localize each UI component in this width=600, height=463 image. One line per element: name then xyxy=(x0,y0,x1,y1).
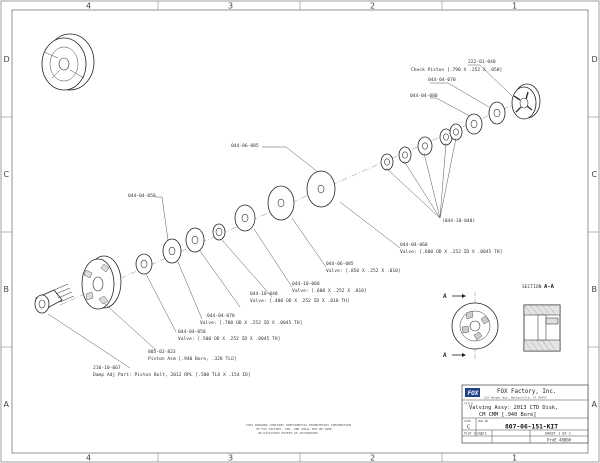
zone-left-d: D xyxy=(4,55,10,64)
size-value: C xyxy=(467,425,470,431)
callout-044-04-080: 044-04-080 xyxy=(410,93,438,99)
callout-044-06-085-desc: Valve: [.850 X .252 X .010] xyxy=(326,268,401,274)
callout-222-01-040-number: 222-01-040 xyxy=(468,59,496,65)
callout-044-04-050-desc: Valve: [.500 OD X .252 ID X .0045 TH] xyxy=(178,336,280,342)
scale-label: PLOT SCALE xyxy=(464,432,483,436)
callout-044-10-060-number: 044-10-060 xyxy=(292,281,320,287)
confidential-notice: THIS DRAWING CONTAINS CONFIDENTIAL PROPR… xyxy=(246,423,351,435)
company-address: 130 Hangar Way, Watsonville, CA 95076 xyxy=(484,396,547,400)
callout-805-02-823-number: 805-02-823 xyxy=(148,349,176,355)
zone-right-b: B xyxy=(592,285,598,294)
callout-044-10-040-paren: (044-10-040) xyxy=(442,218,475,224)
callout-044-06-085-top: 044-06-085 xyxy=(231,143,259,149)
callout-044-04-070-number: 044-04-070 xyxy=(207,313,235,319)
dwg-label: DWG NO xyxy=(478,419,488,423)
title-label: TITLE xyxy=(464,402,473,406)
check-piston-part xyxy=(511,83,541,120)
leader-lines xyxy=(47,64,513,369)
piston-body-part xyxy=(81,255,122,310)
drawing-number: 807-06-151-KIT xyxy=(505,424,558,431)
zone-left-c: C xyxy=(4,170,10,179)
zone-right-a: A xyxy=(592,400,598,409)
scale-value: 2/1 xyxy=(480,432,487,436)
company-name: FOX Factory, Inc. xyxy=(497,389,556,395)
sheet-number: SHEET 1 OF 1 xyxy=(545,432,571,436)
section-label: SECTION xyxy=(522,284,542,290)
zone-right-d: D xyxy=(592,55,598,64)
callout-044-04-060-number: 044-04-060 xyxy=(400,242,428,248)
notice-line-1: THIS DRAWING CONTAINS CONFIDENTIAL PROPR… xyxy=(246,423,351,427)
drawing-title-line-1: Valving Assy: 2013 CTD Disk, xyxy=(469,405,558,411)
callout-210-10-067-desc: Damp Adj Part: Piston Bolt, 2012 RPL [.5… xyxy=(93,372,251,378)
assembly-iso-view xyxy=(41,33,95,91)
callout-044-04-070-top: 044-04-070 xyxy=(428,77,456,83)
cad-footer: ProE 4000# xyxy=(547,438,572,443)
callout-044-10-060-desc: Valve: [.600 X .252 X .010] xyxy=(292,288,367,294)
callout-210-10-067-number: 210-10-067 xyxy=(93,365,121,371)
zone-top-2: 2 xyxy=(370,2,375,11)
fox-logo-text: FOX xyxy=(468,390,479,397)
zone-left-b: B xyxy=(4,285,10,294)
section-marker-bottom: A xyxy=(443,352,447,359)
title-block: FOX FOX Factory, Inc. 130 Hangar Way, Wa… xyxy=(461,384,589,444)
callout-044-04-050-number: 044-04-050 xyxy=(178,329,206,335)
callout-044-10-040-desc: Valve: [.400 OD X .252 ID X .010 TH] xyxy=(250,298,350,304)
section-letter: A-A xyxy=(544,284,555,290)
zone-right-c: C xyxy=(592,170,598,179)
zone-left-a: A xyxy=(4,400,10,409)
callout-222-01-040-desc: Check Piston [.790 X .252 X .050] xyxy=(411,67,502,73)
zone-top-1: 1 xyxy=(512,2,517,11)
callout-044-10-040-number: 044-10-040 xyxy=(250,291,278,297)
zone-top-3: 3 xyxy=(228,2,233,11)
shim-stack xyxy=(135,101,506,275)
zone-bottom-4: 4 xyxy=(86,454,91,463)
callout-044-04-050-top: 044-04-050 xyxy=(128,193,156,199)
callout-044-06-085-number: 044-06-085 xyxy=(326,261,354,267)
fox-logo xyxy=(465,388,480,397)
section-view: A A SECTION A-A xyxy=(443,284,561,360)
explode-axis xyxy=(59,94,536,306)
callout-044-04-060-desc: Valve: [.600 OD X .252 ID X .0045 TH] xyxy=(400,249,502,255)
size-label: SIZE xyxy=(464,419,471,423)
notice-line-3: OR DISCLOSED EXCEPT AS AUTHORIZED xyxy=(258,431,318,435)
zone-bottom-2: 2 xyxy=(370,454,375,463)
callout-044-04-070-desc: Valve: [.700 OD X .252 ID X .0045 TH] xyxy=(200,320,302,326)
zone-bottom-3: 3 xyxy=(228,454,233,463)
callout-805-02-823-desc: Piston Asm [.940 Bore, .328 TLO] xyxy=(148,356,237,362)
notice-line-2: OF FOX FACTORY, INC. AND SHALL NOT BE US… xyxy=(256,427,332,431)
section-marker-top: A xyxy=(443,293,447,300)
zone-top-4: 4 xyxy=(86,2,91,11)
drawing-title-line-2: CM CMM [.940 Bore] xyxy=(479,412,536,418)
zone-bottom-1: 1 xyxy=(512,454,517,463)
piston-bolt-part xyxy=(34,283,75,314)
